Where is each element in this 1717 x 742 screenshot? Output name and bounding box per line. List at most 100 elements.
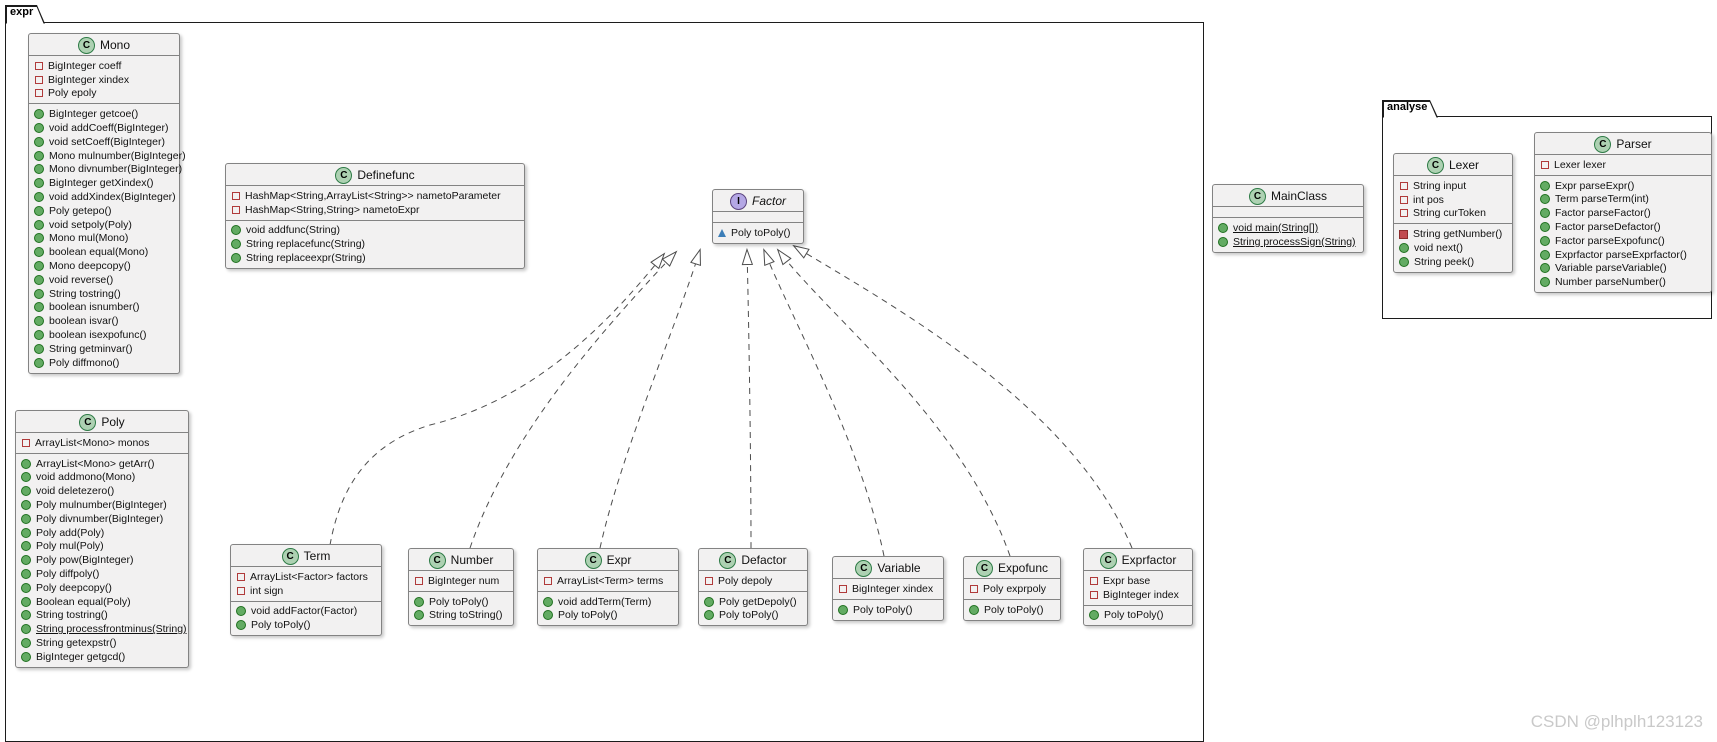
public-method-icon bbox=[1399, 243, 1409, 254]
method-row: Poly pow(BigInteger) bbox=[21, 553, 183, 567]
class-name: Exprfactor bbox=[1121, 553, 1177, 567]
member-text: Poly exprpoly bbox=[983, 582, 1047, 595]
field-row: BigInteger num bbox=[414, 574, 508, 588]
member-text: String tostring() bbox=[36, 609, 108, 622]
field-row: BigInteger xindex bbox=[34, 73, 174, 87]
public-method-icon bbox=[34, 178, 44, 189]
method-row: String tostring() bbox=[21, 609, 183, 623]
method-row: BigInteger getXindex() bbox=[34, 176, 174, 190]
member-text: Mono divnumber(BigInteger) bbox=[49, 163, 183, 176]
private-field-icon bbox=[1400, 209, 1408, 218]
method-row: BigInteger getgcd() bbox=[21, 650, 183, 664]
method-row: Exprfactor parseExprfactor() bbox=[1540, 248, 1706, 262]
class-icon: C bbox=[281, 547, 299, 565]
method-row: void main(String[]) bbox=[1218, 221, 1358, 235]
member-text: Variable parseVariable() bbox=[1555, 262, 1667, 275]
public-method-icon bbox=[1218, 236, 1228, 247]
member-text: Poly getepo() bbox=[49, 204, 112, 217]
class-name: Mono bbox=[99, 38, 131, 52]
class-name: Defactor bbox=[741, 553, 787, 567]
method-row: ArrayList<Mono> getArr() bbox=[21, 457, 183, 471]
method-row: String replaceexpr(String) bbox=[231, 251, 519, 265]
field-row: int pos bbox=[1399, 193, 1507, 207]
method-row: Mono mul(Mono) bbox=[34, 232, 174, 246]
public-method-icon bbox=[1399, 256, 1409, 267]
method-row: void addfunc(String) bbox=[231, 224, 519, 238]
member-text: Poly toPoly() bbox=[429, 595, 489, 608]
member-text: Poly divnumber(BigInteger) bbox=[36, 512, 164, 525]
private-field-icon bbox=[237, 586, 245, 595]
private-field-icon bbox=[35, 89, 43, 98]
method-row: String processfrontminus(String) bbox=[21, 622, 187, 636]
class-name: Number bbox=[450, 553, 494, 567]
private-field-icon bbox=[232, 205, 240, 214]
public-method-icon bbox=[34, 109, 44, 120]
public-method-icon bbox=[231, 239, 241, 250]
class-icon: C bbox=[584, 551, 602, 569]
public-method-icon bbox=[1540, 249, 1550, 260]
methods-section: Poly toPoly()String toString() bbox=[409, 592, 513, 626]
public-method-icon bbox=[1540, 277, 1550, 288]
class-icon: C bbox=[335, 166, 353, 184]
package-tab-background bbox=[1384, 102, 1437, 118]
member-text: HashMap<String,String> nametoExpr bbox=[245, 203, 420, 216]
fields-section bbox=[713, 212, 803, 223]
member-text: int sign bbox=[250, 584, 284, 597]
private-field-icon bbox=[1541, 160, 1549, 169]
field-row: Lexer lexer bbox=[1540, 158, 1706, 172]
method-row: Poly mulnumber(BigInteger) bbox=[21, 498, 183, 512]
package-tab-background bbox=[7, 7, 44, 24]
class-name: Parser bbox=[1616, 137, 1652, 151]
field-row: ArrayList<Factor> factors bbox=[236, 570, 376, 584]
field-row: BigInteger xindex bbox=[838, 582, 938, 596]
method-row: Poly toPoly() bbox=[543, 609, 673, 623]
abstract-method-icon bbox=[718, 228, 726, 237]
method-row: void deletezero() bbox=[21, 484, 183, 498]
methods-section: String getNumber()void next()String peek… bbox=[1394, 224, 1512, 271]
public-method-icon bbox=[21, 651, 31, 662]
member-text: BigInteger getXindex() bbox=[49, 177, 154, 190]
member-text: String getexpstr() bbox=[36, 637, 117, 650]
fields-section: Poly depoly bbox=[699, 571, 807, 592]
class-icon: C bbox=[77, 36, 95, 54]
method-row: boolean isnumber() bbox=[34, 301, 174, 315]
method-row: Variable parseVariable() bbox=[1540, 262, 1706, 276]
private-field-icon bbox=[705, 576, 713, 585]
member-text: void addCoeff(BigInteger) bbox=[49, 122, 169, 135]
public-method-icon bbox=[21, 638, 31, 649]
fields-section: ArrayList<Mono> monos bbox=[16, 433, 188, 454]
public-method-icon bbox=[34, 219, 44, 230]
public-method-icon bbox=[969, 604, 979, 615]
member-text: Lexer lexer bbox=[1554, 158, 1606, 171]
fields-section: HashMap<String,ArrayList<String>> nameto… bbox=[226, 186, 524, 221]
method-row: void setpoly(Poly) bbox=[34, 218, 174, 232]
class-icon: C bbox=[1248, 187, 1266, 205]
member-text: void deletezero() bbox=[36, 485, 115, 498]
member-text: Poly mul(Poly) bbox=[36, 540, 104, 553]
public-method-icon bbox=[21, 458, 31, 469]
method-row: void addXindex(BigInteger) bbox=[34, 190, 176, 204]
public-method-icon bbox=[704, 596, 714, 607]
public-method-icon bbox=[34, 343, 44, 354]
private-field-icon bbox=[22, 438, 30, 447]
member-text: Poly pow(BigInteger) bbox=[36, 554, 134, 567]
